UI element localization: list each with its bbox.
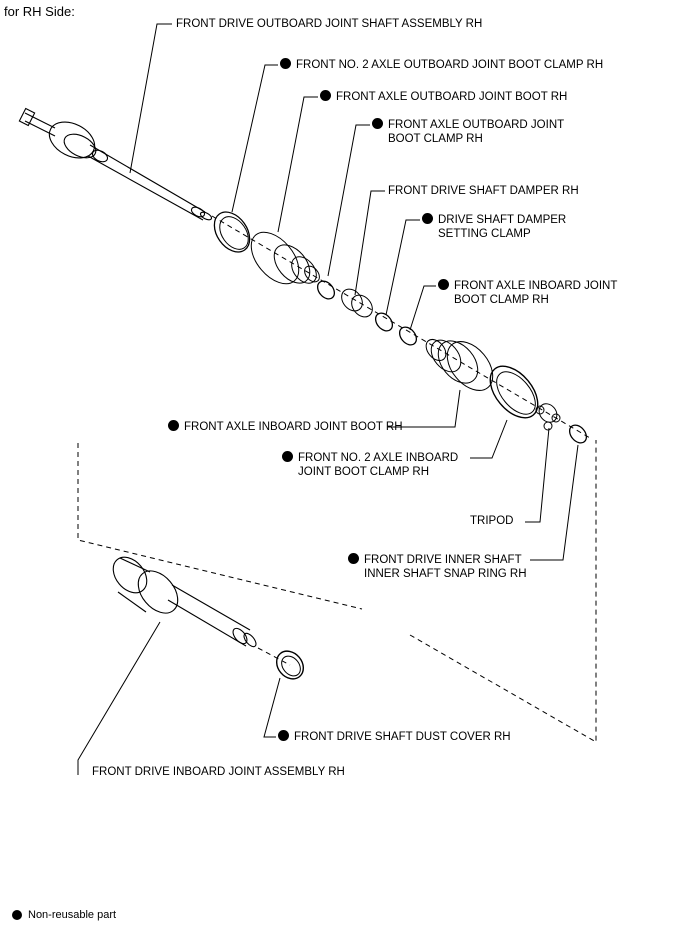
leader-no2-inboard-clamp [470, 419, 508, 459]
leader-damper-clamp [385, 219, 420, 316]
label-dust-cover: FRONT DRIVE SHAFT DUST COVER RH [278, 730, 511, 744]
label-inboard-clamp: FRONT AXLE INBOARD JOINT BOOT CLAMP RH [438, 279, 617, 307]
non-reusable-marker-icon [278, 730, 289, 741]
no2-outboard-clamp-graphic [213, 211, 251, 253]
label-text: FRONT DRIVE INNER SHAFT [364, 554, 522, 566]
label-tripod: TRIPOD [470, 515, 514, 527]
leader-outboard-joint-shaft [129, 23, 172, 174]
label-text: FRONT AXLE INBOARD JOINT BOOT RH [184, 421, 403, 433]
label-text: INNER SHAFT SNAP RING RH [364, 568, 527, 580]
non-reusable-marker-icon [280, 58, 291, 69]
label-damper: FRONT DRIVE SHAFT DAMPER RH [388, 185, 579, 197]
label-outboard-boot: FRONT AXLE OUTBOARD JOINT BOOT RH [320, 90, 567, 104]
label-snap-ring: FRONT DRIVE INNER SHAFT INNER SHAFT SNAP … [348, 553, 527, 581]
outboard-joint-shaft-graphic [18, 107, 213, 221]
inboard-boot-graphic [425, 338, 494, 391]
label-text: DRIVE SHAFT DAMPER [438, 214, 567, 226]
assembly-bracket-dashed [77, 443, 363, 610]
legend-text: Non-reusable part [28, 909, 117, 921]
non-reusable-marker-icon [168, 420, 179, 431]
non-reusable-marker-icon [12, 910, 22, 920]
leader-outboard-boot [277, 96, 318, 233]
leader-damper [354, 190, 385, 296]
damper-clamp-graphic [374, 312, 394, 332]
label-text: JOINT BOOT CLAMP RH [298, 466, 429, 478]
label-text: FRONT NO. 2 AXLE OUTBOARD JOINT BOOT CLA… [296, 59, 604, 71]
axis-dashed-inboard [257, 647, 291, 666]
label-inboard-joint: FRONT DRIVE INBOARD JOINT ASSEMBLY RH [92, 766, 345, 778]
non-reusable-marker-icon [320, 90, 331, 101]
non-reusable-marker-icon [348, 553, 359, 564]
assembly-bracket-dashed-2 [409, 440, 597, 743]
label-damper-clamp: DRIVE SHAFT DAMPER SETTING CLAMP [422, 213, 566, 241]
non-reusable-marker-icon [282, 451, 293, 462]
leader-snap-ring [530, 444, 579, 561]
label-text: FRONT NO. 2 AXLE INBOARD [298, 452, 459, 464]
outboard-clamp-graphic [316, 280, 336, 300]
inboard-joint-graphic [112, 556, 257, 648]
snap-ring-graphic [568, 424, 588, 444]
non-reusable-marker-icon [422, 213, 433, 224]
leader-tripod [525, 427, 550, 523]
label-text: BOOT CLAMP RH [454, 294, 549, 306]
label-no2-inboard-clamp: FRONT NO. 2 AXLE INBOARD JOINT BOOT CLAMP… [282, 451, 458, 479]
leader-inboard-joint [77, 621, 161, 775]
label-text: FRONT AXLE OUTBOARD JOINT BOOT RH [336, 91, 568, 103]
label-text: FRONT DRIVE SHAFT DUST COVER RH [294, 731, 511, 743]
legend: Non-reusable part [12, 909, 117, 921]
inboard-clamp-graphic [398, 326, 418, 346]
label-text: FRONT AXLE OUTBOARD JOINT [388, 119, 565, 131]
leader-dust-cover [263, 677, 281, 738]
non-reusable-marker-icon [372, 118, 383, 129]
non-reusable-marker-icon [438, 279, 449, 290]
bracket-top-dashed [78, 440, 596, 443]
leader-outboard-clamp [327, 124, 370, 277]
label-outboard-joint-shaft: FRONT DRIVE OUTBOARD JOINT SHAFT ASSEMBL… [176, 18, 483, 30]
label-inboard-boot: FRONT AXLE INBOARD JOINT BOOT RH [168, 420, 403, 434]
label-no2-outboard-clamp: FRONT NO. 2 AXLE OUTBOARD JOINT BOOT CLA… [280, 58, 603, 72]
no2-inboard-clamp-graphic [489, 365, 539, 419]
dust-cover-graphic [275, 650, 305, 680]
axis-dashed-outboard [211, 215, 591, 439]
label-outboard-clamp: FRONT AXLE OUTBOARD JOINT BOOT CLAMP RH [372, 118, 564, 146]
outboard-boot-graphic [250, 231, 320, 285]
leader-inboard-clamp [409, 285, 436, 331]
diagram-title: for RH Side: [4, 4, 75, 19]
label-text: SETTING CLAMP [438, 228, 531, 240]
label-text: BOOT CLAMP RH [388, 133, 483, 145]
label-text: FRONT AXLE INBOARD JOINT [454, 280, 618, 292]
tripod-graphic [535, 403, 561, 431]
damper-graphic [341, 288, 373, 318]
leader-inboard-boot [388, 389, 461, 428]
leader-no2-outboard-clamp [231, 64, 278, 213]
